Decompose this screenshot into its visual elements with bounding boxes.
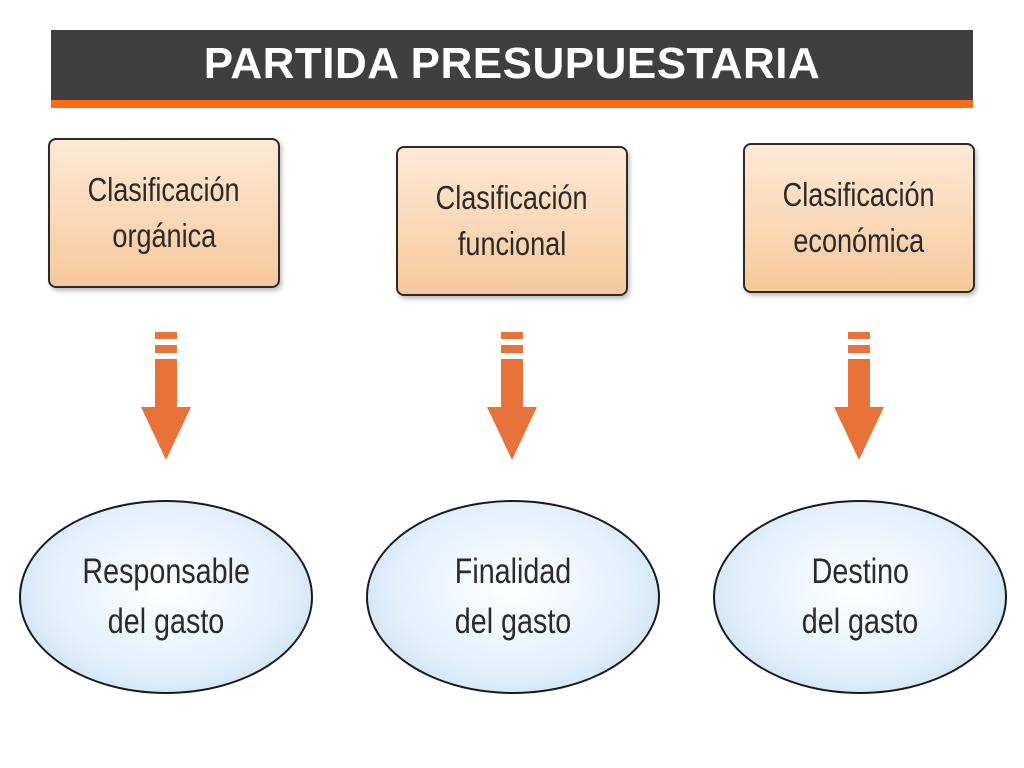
ellipse-label-line1: Responsable bbox=[82, 552, 250, 591]
ellipse-destino-del-gasto: Destino del gasto bbox=[713, 500, 1007, 694]
ellipse-label-line1: Finalidad bbox=[454, 552, 572, 591]
ellipse-label-line2: del gasto bbox=[801, 602, 919, 641]
box-label-line1: Clasificación bbox=[88, 171, 240, 208]
down-arrow-icon bbox=[487, 332, 537, 460]
title-bar: PARTIDA PRESUPUESTARIA bbox=[51, 30, 973, 108]
box-label-line2: orgánica bbox=[112, 217, 216, 254]
box-label-line1: Clasificación bbox=[436, 179, 588, 216]
box-clasificacion-funcional: Clasificación funcional bbox=[396, 146, 628, 296]
ellipse-label-line2: del gasto bbox=[107, 602, 225, 641]
down-arrow-icon bbox=[141, 332, 191, 460]
box-clasificacion-economica: Clasificación económica bbox=[743, 143, 975, 293]
ellipse-label-line1: Destino bbox=[811, 552, 909, 591]
page-title: PARTIDA PRESUPUESTARIA bbox=[203, 39, 821, 88]
box-label-line2: funcional bbox=[457, 225, 567, 262]
ellipse-label-line2: del gasto bbox=[454, 602, 572, 641]
box-clasificacion-organica: Clasificación orgánica bbox=[48, 138, 280, 288]
ellipse-responsable-del-gasto: Responsable del gasto bbox=[19, 500, 313, 694]
down-arrow-icon bbox=[834, 332, 884, 460]
box-label-line2: económica bbox=[793, 222, 925, 259]
ellipse-finalidad-del-gasto: Finalidad del gasto bbox=[366, 500, 660, 694]
box-label-line1: Clasificación bbox=[783, 176, 935, 213]
